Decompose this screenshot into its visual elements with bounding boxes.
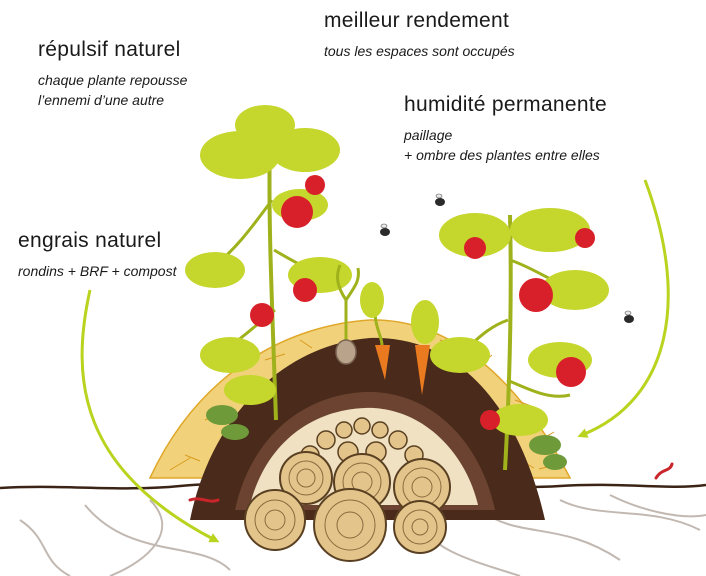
log-4 bbox=[245, 490, 305, 550]
log-6 bbox=[394, 501, 446, 553]
log-5 bbox=[314, 489, 386, 561]
